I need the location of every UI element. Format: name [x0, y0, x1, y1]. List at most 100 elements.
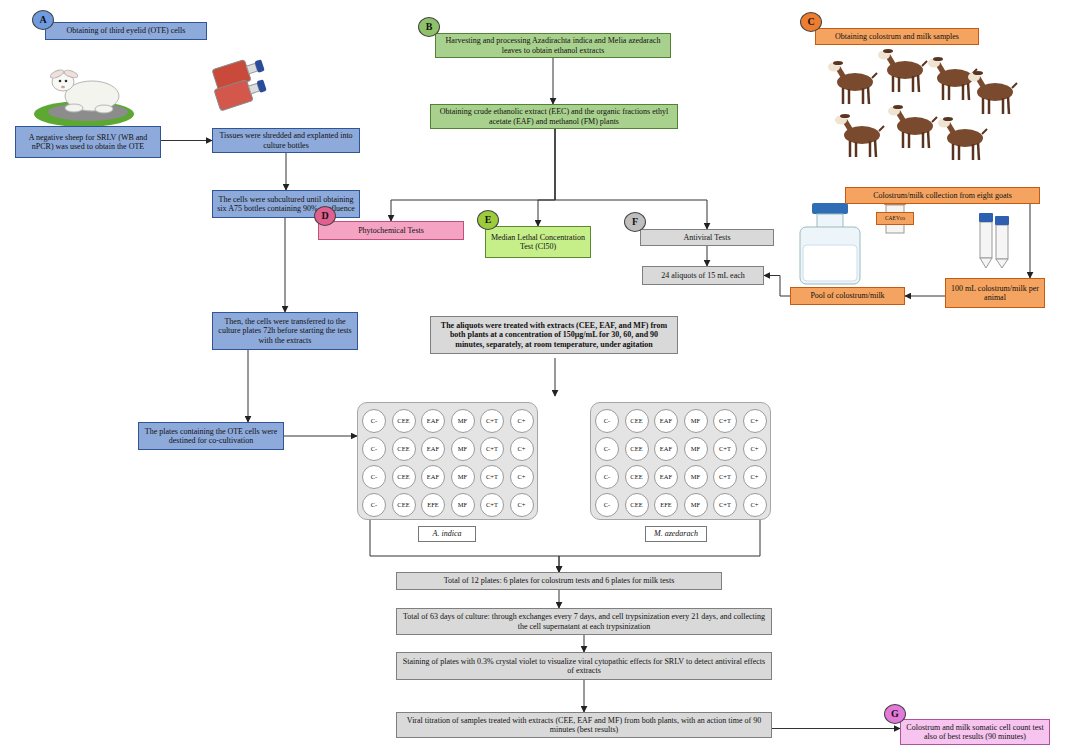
- well-circle: CEE: [392, 437, 416, 461]
- connector-arrow: [772, 728, 900, 729]
- node-text: Colostrum and milk somatic cell count te…: [901, 723, 1049, 741]
- connector-arrow: [391, 129, 555, 221]
- node-text: C+T: [486, 473, 498, 480]
- node-text: C+T: [486, 417, 498, 424]
- node-text: C-: [604, 501, 611, 508]
- step-box: Obtaining crude ethanolic extract (EEC) …: [430, 104, 678, 129]
- node-text: C+: [750, 417, 758, 424]
- well-circle: MF: [451, 465, 475, 489]
- node-text: Obtaining of third eyelid (OTE) cells: [63, 26, 190, 35]
- node-text: Then, the cells were transferred to the …: [213, 317, 357, 345]
- node-text: C-: [604, 417, 611, 424]
- connector-arrow: [905, 296, 945, 297]
- node-text: 24 aliquots of 15 mL each: [657, 271, 748, 280]
- node-text: MF: [458, 473, 467, 480]
- well-circle: C+: [510, 493, 534, 517]
- step-box: 24 aliquots of 15 mL each: [642, 266, 764, 285]
- node-text: CEE: [397, 417, 409, 424]
- node-text: A. indica: [429, 529, 466, 538]
- well-circle: C-: [362, 437, 386, 461]
- well-circle: C+T: [713, 465, 737, 489]
- node-text: Total of 12 plates: 6 plates for colostr…: [440, 576, 679, 585]
- letter-badge: D: [314, 206, 336, 226]
- plate-outline: C-CEEEAFMFC+TC+C-CEEEAFMFC+TC+C-CEEEAFMF…: [357, 402, 538, 520]
- connector-arrow: [161, 140, 212, 141]
- well-circle: C-: [595, 437, 619, 461]
- step-box: Then, the cells were transferred to the …: [212, 312, 358, 350]
- node-text: Harvesting and processing Azadirachta in…: [436, 36, 670, 54]
- connector-arrow: [553, 58, 554, 104]
- well-circle: CEE: [392, 493, 416, 517]
- node-text: MF: [691, 417, 700, 424]
- well-circle: C+T: [713, 437, 737, 461]
- node-text: C+T: [719, 417, 731, 424]
- well-circle: MF: [684, 437, 708, 461]
- node-text: CEE: [630, 417, 642, 424]
- well-circle: C+T: [480, 465, 504, 489]
- node-text: C+: [517, 445, 525, 452]
- connector-arrow: [248, 350, 249, 422]
- well-circle: MF: [451, 409, 475, 433]
- step-box: The aliquots were treated with extracts …: [430, 316, 678, 354]
- well-circle: C+T: [713, 409, 737, 433]
- node-text: Median Lethal Concentration Test (Cl50): [486, 233, 590, 251]
- node-text: Pool of colostrum/milk: [806, 291, 888, 300]
- well-circle: MF: [684, 493, 708, 517]
- step-box: Total of 63 days of culture: through exc…: [396, 608, 772, 635]
- letter-badge: E: [477, 210, 499, 230]
- plate-caption: A. indica: [418, 526, 476, 542]
- well-circle: CEE: [625, 437, 649, 461]
- node-text: 100 mL colostrum/milk per animal: [946, 284, 1044, 302]
- node-text: EAF: [660, 417, 672, 424]
- plate-caption: M. azedarach: [645, 526, 707, 542]
- node-text: CEE: [397, 473, 409, 480]
- node-text: MF: [691, 501, 700, 508]
- well-circle: MF: [451, 437, 475, 461]
- tube-label: CAEVco: [876, 212, 914, 225]
- node-text: EFE: [427, 501, 439, 508]
- well-circle: C-: [362, 465, 386, 489]
- well-circle: EFE: [421, 493, 445, 517]
- node-text: The cells were subcultured until obtaini…: [213, 195, 359, 213]
- letter-badge: B: [418, 17, 440, 37]
- step-box: Obtaining colostrum and milk samples: [815, 28, 979, 45]
- step-box: The plates containing the OTE cells were…: [138, 422, 284, 450]
- well-circle: EAF: [421, 465, 445, 489]
- node-text: EAF: [427, 417, 439, 424]
- node-text: C+T: [486, 501, 498, 508]
- node-text: Total of 63 days of culture: through exc…: [397, 612, 771, 630]
- node-text: EAF: [427, 473, 439, 480]
- connector-arrow: [559, 520, 760, 572]
- node-text: MF: [458, 417, 467, 424]
- node-text: C+: [517, 501, 525, 508]
- well-circle: EAF: [654, 465, 678, 489]
- node-text: The plates containing the OTE cells were…: [139, 427, 283, 445]
- node-text: Tissues were shredded and explanted into…: [213, 131, 359, 149]
- node-text: G: [891, 708, 899, 720]
- node-text: CEE: [630, 473, 642, 480]
- well-circle: C+: [743, 493, 767, 517]
- step-box: A negative sheep for SRLV (WB and nPCR) …: [15, 126, 161, 158]
- plate-outline: C-CEEEAFMFC+TC+C-CEEEAFMFC+TC+C-CEEEAFMF…: [590, 402, 771, 520]
- connector-arrow: [764, 276, 790, 297]
- node-text: C+: [750, 501, 758, 508]
- well-circle: CEE: [625, 409, 649, 433]
- connector-arrow: [538, 129, 555, 226]
- node-text: EAF: [660, 445, 672, 452]
- connector-arrow: [285, 218, 286, 312]
- well-circle: EFE: [654, 493, 678, 517]
- connector-arrow: [284, 436, 357, 437]
- connector-arrow: [559, 590, 560, 608]
- node-text: C-: [604, 473, 611, 480]
- node-text: EFE: [660, 501, 672, 508]
- well-circle: C+T: [480, 437, 504, 461]
- connector-arrow: [584, 635, 585, 652]
- node-text: C-: [371, 501, 378, 508]
- step-box: Tissues were shredded and explanted into…: [212, 128, 360, 153]
- well-circle: C+: [510, 437, 534, 461]
- connector-arrow: [286, 153, 287, 190]
- goats-illustration: [828, 49, 1017, 160]
- node-text: Staining of plates with 0.3% crystal vio…: [397, 657, 771, 675]
- pool-bottle: [800, 203, 860, 284]
